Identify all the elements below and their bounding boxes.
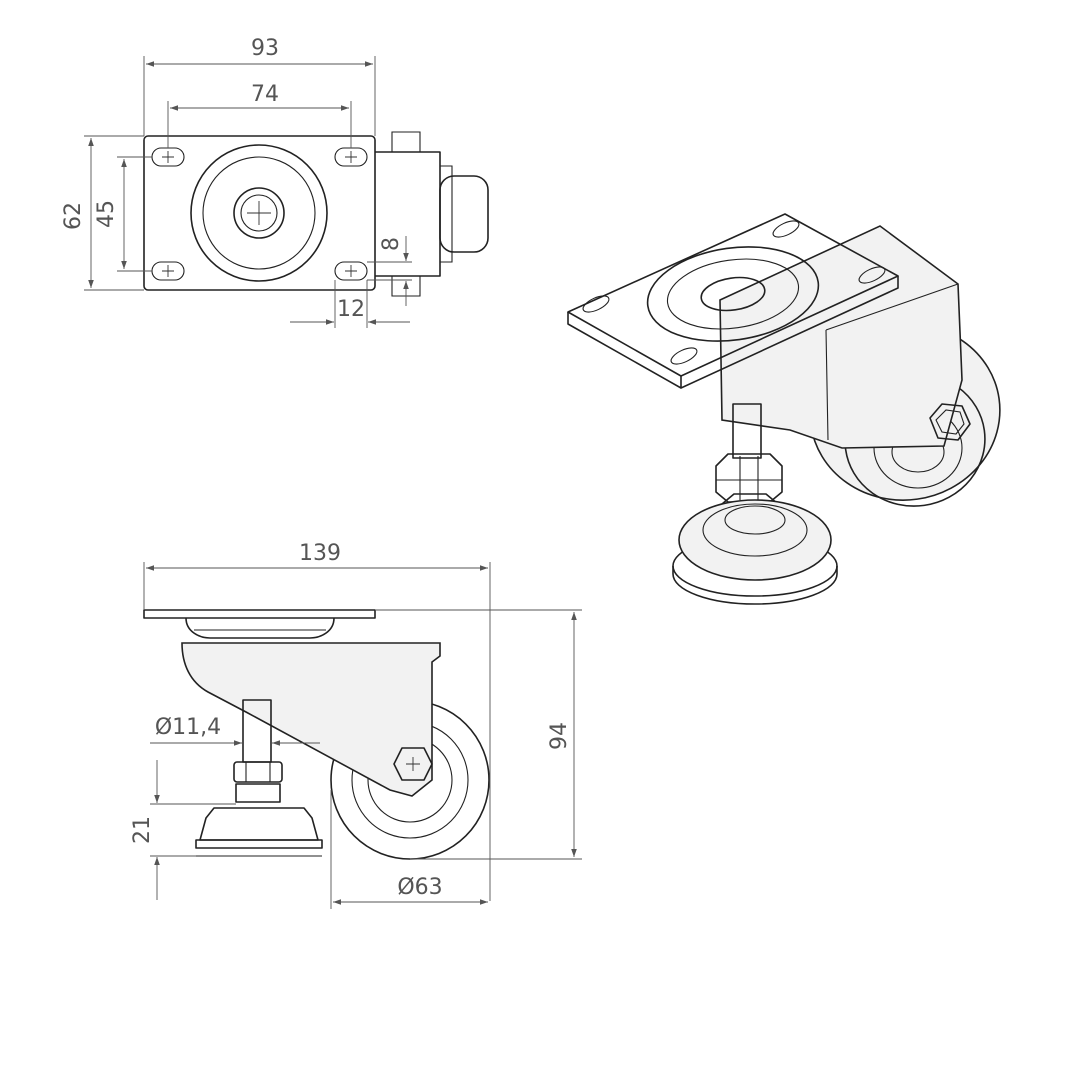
- dim-stem-diameter-label: Ø11,4: [155, 715, 221, 740]
- iso-hex-bolt: [929, 403, 971, 441]
- top-plate: [143, 135, 376, 291]
- side-foot-pad: [195, 839, 323, 849]
- iso-plate: [567, 213, 899, 389]
- dim-wheel-diameter: Ø63: [330, 790, 488, 909]
- dim-62: 62: [61, 135, 144, 291]
- iso-foot: [672, 499, 838, 605]
- bracket-top: [375, 151, 441, 277]
- dim-74: 74: [167, 82, 352, 148]
- iso-stem: [732, 403, 762, 459]
- kingpin: [233, 187, 285, 239]
- dim-45-label: 45: [94, 200, 119, 228]
- plate-holes: [151, 147, 368, 281]
- dim-wheel-diameter-label: Ø63: [397, 875, 442, 900]
- dim-62-label: 62: [61, 202, 86, 230]
- dim-93: 93: [143, 36, 376, 136]
- dim-12: 12: [290, 280, 410, 328]
- side-nut: [233, 761, 283, 783]
- dim-139-label: 139: [299, 541, 341, 566]
- iso-bracket: [719, 225, 963, 449]
- dim-74-label: 74: [251, 82, 279, 107]
- dim-21-label: 21: [130, 816, 155, 844]
- dim-94-label: 94: [547, 722, 572, 750]
- dim-12-label: 12: [337, 297, 365, 322]
- dim-stem-diameter: Ø11,4: [150, 715, 320, 746]
- dim-8-label: 8: [379, 237, 404, 251]
- dim-93-label: 93: [251, 36, 279, 61]
- side-plate: [143, 609, 376, 619]
- side-view: 139 94 Ø11,4 21 Ø63: [130, 541, 582, 909]
- dim-94: 94: [375, 609, 582, 860]
- dim-8: 8: [367, 236, 412, 306]
- dim-21: 21: [130, 760, 236, 900]
- top-view: 93 74 62 45 8: [61, 36, 489, 328]
- dim-45: 45: [94, 156, 152, 272]
- dim-139: 139: [143, 541, 491, 901]
- iso-nut: [715, 453, 783, 503]
- side-foot: [199, 807, 319, 841]
- isometric-view: [567, 213, 1001, 605]
- swivel-ring-outer: [190, 144, 328, 282]
- side-bracket: [181, 642, 441, 797]
- side-hex-bolt: [393, 747, 433, 781]
- wheel-top: [439, 175, 489, 253]
- side-bearing: [185, 617, 335, 639]
